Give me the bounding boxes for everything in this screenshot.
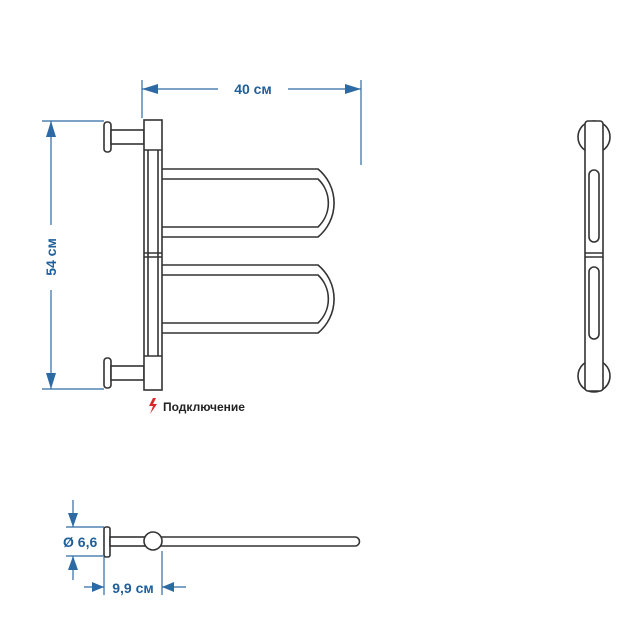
lightning-icon	[149, 398, 157, 414]
bottom-wall-bracket	[103, 357, 145, 389]
connection-label: Подключение	[163, 400, 245, 414]
top-wall-bracket	[103, 121, 145, 153]
width-dimension: 40 см	[141, 80, 362, 165]
width-label: 40 см	[234, 81, 272, 97]
front-view	[103, 119, 335, 391]
height-dimension: 54 см	[42, 120, 104, 390]
upper-loop	[162, 168, 335, 238]
depth-label: 9,9 см	[112, 580, 154, 596]
diameter-label: Ø 6,6	[63, 534, 97, 550]
height-label: 54 см	[43, 238, 59, 276]
diameter-dimension: Ø 6,6	[63, 500, 104, 580]
lower-loop	[162, 264, 335, 334]
vertical-riser	[143, 119, 163, 391]
top-view	[103, 526, 361, 558]
side-view	[577, 120, 611, 393]
connection-note: Подключение	[149, 398, 245, 414]
depth-dimension: 9,9 см	[84, 551, 186, 596]
